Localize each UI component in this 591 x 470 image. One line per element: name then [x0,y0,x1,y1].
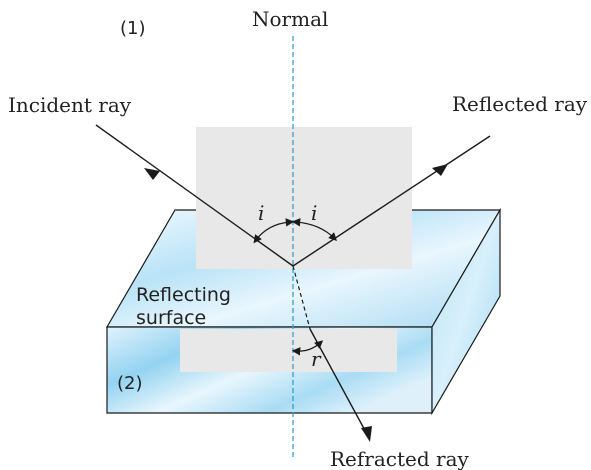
medium-1-label: (1) [120,18,146,39]
angle-panel-lower [180,329,397,372]
angle-reflection-label: i [311,201,317,225]
normal-label: Normal [252,7,328,31]
reflected-ray-label: Reflected ray [452,92,588,116]
incident-ray-arrowhead [144,168,160,180]
refracted-ray-label: Refracted ray [330,447,470,470]
angle-refraction-label: r [311,347,322,371]
refracted-ray-arrowhead [361,426,372,442]
reflected-ray-line [292,135,491,267]
angle-incidence-label: i [258,201,264,225]
angle-arc-incidence [253,218,295,244]
angle-panel-upper [196,127,412,269]
angle-arc-refraction [291,340,324,356]
medium-2-label: (2) [117,373,143,394]
slab-side-face [431,207,501,416]
reflecting-surface-label-line1: Reflecting [136,284,231,306]
reflecting-surface-label-line2: surface [136,307,206,329]
refracted-ray-dashed [292,265,311,330]
angle-arc-reflection [291,218,337,241]
reflected-ray-arrowhead [432,164,448,176]
incident-ray-label: Incident ray [8,93,132,117]
